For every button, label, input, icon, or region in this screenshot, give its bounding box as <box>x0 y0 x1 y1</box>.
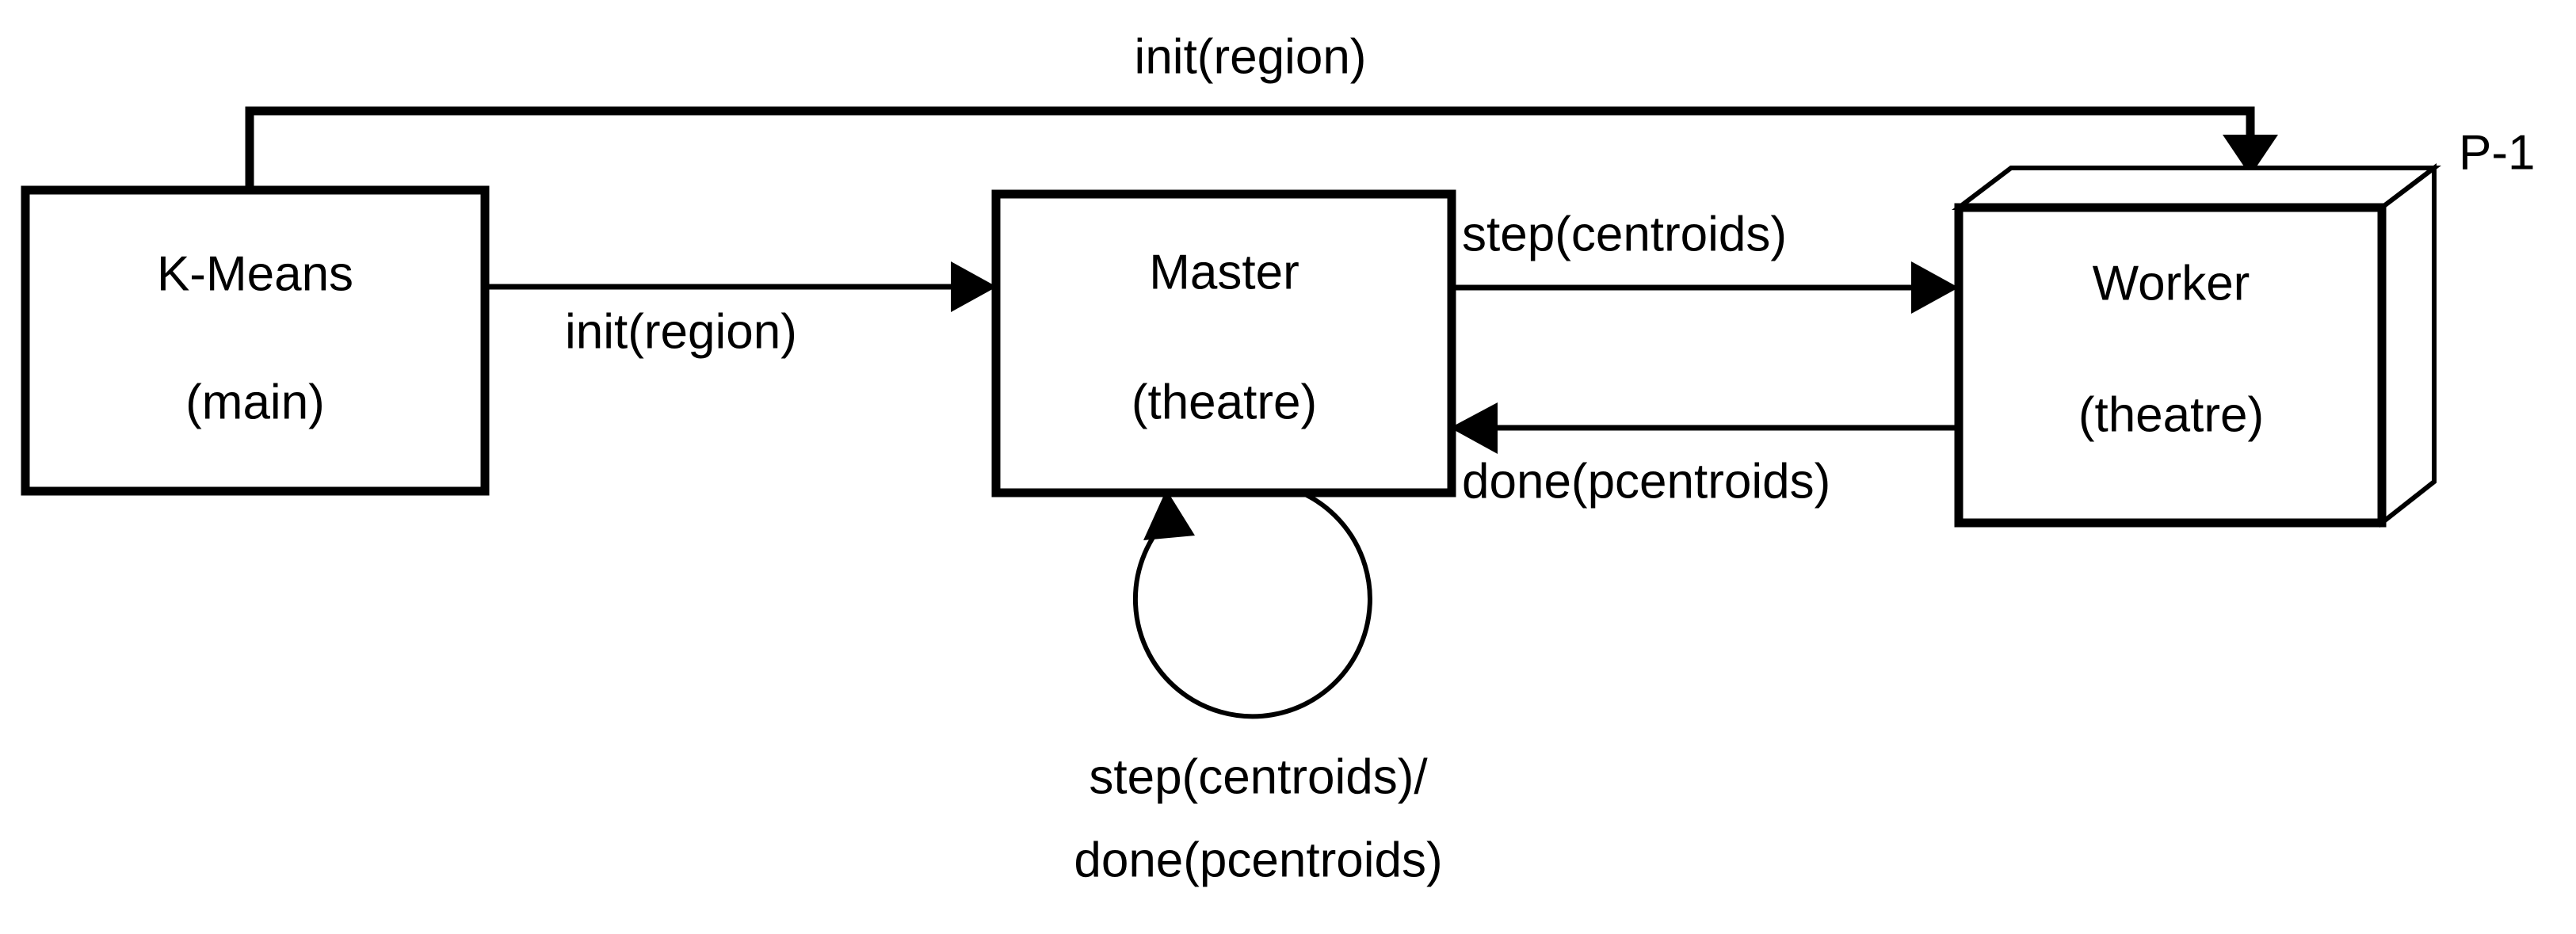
node-kmeans-box[interactable] <box>21 185 490 496</box>
edge-master-self-loop-arrowhead <box>1143 490 1195 540</box>
edge-label-self-loop-line2: done(pcentroids) <box>1074 833 1442 887</box>
node-kmeans-role: (main) <box>185 375 325 429</box>
node-worker-top-face <box>1952 166 2441 210</box>
node-worker-role: (theatre) <box>2078 387 2264 442</box>
edge-kmeans-to-worker-arrowhead <box>2223 135 2278 176</box>
node-worker-front-face[interactable] <box>1954 203 2387 528</box>
edge-label-init-region-mid: init(region) <box>565 304 797 359</box>
node-master-title: Master <box>1149 245 1299 299</box>
edge-master-to-worker-arrowhead <box>1911 261 1959 314</box>
edge-master-to-worker: step(centroids) <box>1452 207 1959 314</box>
node-worker-multiplicity: P-1 <box>2459 125 2535 180</box>
edge-worker-to-master-arrowhead <box>1450 402 1498 454</box>
edge-label-init-region-top: init(region) <box>1135 29 1367 84</box>
node-worker-right-face <box>2379 162 2437 528</box>
node-master[interactable]: Master (theatre) <box>991 189 1456 497</box>
node-kmeans[interactable]: K-Means (main) <box>21 185 490 496</box>
node-worker[interactable]: Worker (theatre) P-1 <box>1952 125 2535 528</box>
edge-worker-to-master: done(pcentroids) <box>1450 402 1959 509</box>
edge-master-self-loop-arc <box>1132 490 1372 719</box>
edge-label-self-loop-line1: step(centroids)/ <box>1089 749 1428 804</box>
node-master-box[interactable] <box>991 189 1456 497</box>
node-master-role: (theatre) <box>1132 375 1317 429</box>
node-worker-title: Worker <box>2093 256 2250 311</box>
edge-kmeans-to-master-arrowhead <box>951 261 997 312</box>
edge-label-done-pcentroids: done(pcentroids) <box>1462 454 1830 509</box>
edge-master-self-loop: step(centroids)/ done(pcentroids) <box>1074 490 1443 887</box>
edge-label-step-centroids: step(centroids) <box>1462 207 1787 261</box>
edge-kmeans-to-master: init(region) <box>486 261 997 359</box>
node-kmeans-title: K-Means <box>157 246 353 301</box>
